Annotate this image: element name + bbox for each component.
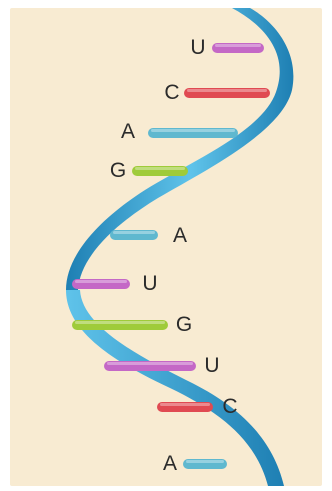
base-bar-highlight [75, 280, 127, 283]
base-label-u: U [186, 37, 210, 59]
base-label-u: U [138, 273, 162, 295]
base-label-a: A [158, 453, 182, 475]
base-label-a: A [116, 121, 140, 143]
base-label-g: G [172, 314, 196, 336]
base-bar-highlight [187, 89, 267, 92]
base-bar-highlight [75, 321, 165, 324]
base-bar-highlight [107, 362, 193, 365]
background-panel [10, 8, 322, 486]
base-label-u: U [200, 355, 224, 377]
base-label-g: G [106, 160, 130, 182]
base-label-a: A [168, 225, 192, 247]
base-label-c: C [160, 82, 184, 104]
base-bar-highlight [160, 403, 210, 406]
base-label-c: C [218, 396, 242, 418]
base-bar-highlight [215, 44, 261, 47]
base-bar-highlight [151, 129, 235, 132]
base-bar-highlight [113, 231, 155, 234]
base-bar-highlight [186, 460, 224, 463]
base-bar-highlight [135, 167, 185, 170]
